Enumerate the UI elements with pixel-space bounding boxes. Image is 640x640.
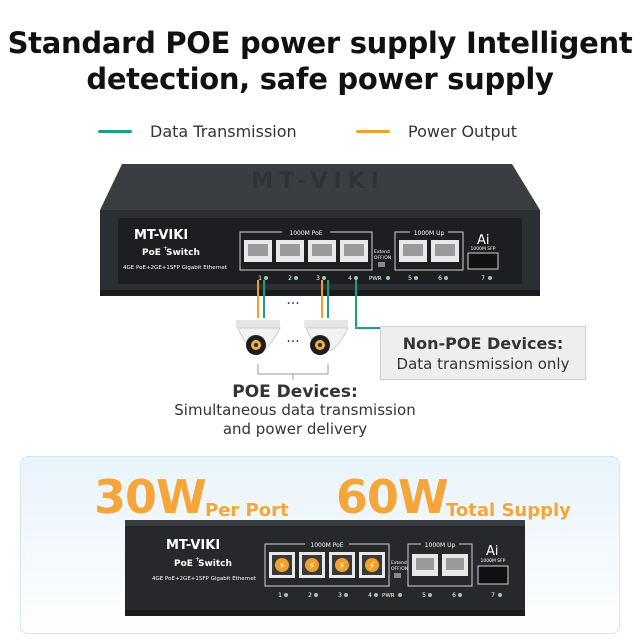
port-number-7-bottom: 7 xyxy=(491,592,495,599)
model-label-plus: + xyxy=(163,245,168,252)
non-poe-subtitle: Data transmission only xyxy=(396,355,570,373)
port-led-2 xyxy=(294,276,298,280)
port-4[interactable] xyxy=(340,240,368,262)
port-number-3: 3 xyxy=(316,275,320,282)
switch-illustration-bottom: MT-VIKI PoE + Switch 4GE PoE+2GE+1SFP Gi… xyxy=(125,520,525,616)
port-led-3 xyxy=(322,276,326,280)
svg-text:⚡: ⚡ xyxy=(308,561,315,572)
port-number-2-bottom: 2 xyxy=(308,592,312,599)
model-label-suffix-bottom: Switch xyxy=(198,559,232,569)
pwr-label: PWR xyxy=(369,276,382,282)
port-7-sfp[interactable] xyxy=(467,252,499,270)
per-port-power-label: Per Port xyxy=(205,500,289,521)
non-poe-callout xyxy=(380,326,586,380)
port-5[interactable] xyxy=(399,240,427,262)
extend-label-bottom: Extend xyxy=(391,560,407,566)
poe-port-3-bottom[interactable]: ⚡ xyxy=(329,552,355,578)
port-6[interactable] xyxy=(431,240,459,262)
more-cameras-dots: ··· xyxy=(286,334,299,350)
poe-port-1-bottom[interactable]: ⚡ xyxy=(269,552,295,578)
legend-power-output: Power Output xyxy=(356,120,517,142)
uplink-group-label-bottom: 1000M Up xyxy=(425,542,456,549)
pwr-label-bottom: PWR xyxy=(382,593,395,599)
headline-line-1: Standard POE power supply Intelligent xyxy=(7,26,633,60)
connection-diagram: ··· ··· xyxy=(236,280,380,380)
port-number-2: 2 xyxy=(288,275,292,282)
extend-switch-bottom[interactable] xyxy=(394,573,401,578)
brand-label: MT-VIKI xyxy=(134,228,188,243)
legend-data-label: Data Transmission xyxy=(150,121,297,141)
switch-lid xyxy=(100,164,540,210)
uplink-group-label: 1000M Up xyxy=(414,230,445,237)
uplink-port-6-bottom[interactable] xyxy=(442,554,468,576)
svg-text:⚡: ⚡ xyxy=(278,561,285,572)
port-led-1 xyxy=(264,276,268,280)
port-number-5: 5 xyxy=(408,275,412,282)
legend-data-swatch xyxy=(98,129,132,133)
port-1[interactable] xyxy=(244,240,272,262)
port-led-4 xyxy=(354,276,358,280)
port-number-3-bottom: 3 xyxy=(338,592,342,599)
poe-group-label-bottom: 1000M PoE xyxy=(310,542,343,549)
port-number-5-bottom: 5 xyxy=(422,592,426,599)
port-number-1-bottom: 1 xyxy=(278,592,282,599)
poe-devices-line-1: Simultaneous data transmission xyxy=(174,401,416,419)
data-cable-port-4 xyxy=(355,280,380,329)
more-ports-dots: ··· xyxy=(286,296,299,312)
port-number-4: 4 xyxy=(348,275,352,282)
sfp-group-label-bottom: 1000M SFP xyxy=(481,558,506,564)
sfp-group-label: 1000M SFP xyxy=(471,246,496,252)
poe-devices-title: POE Devices: xyxy=(232,382,358,402)
port-3[interactable] xyxy=(308,240,336,262)
spec-label: 4GE PoE+2GE+1SFP Gigabit Ethernet xyxy=(123,265,228,271)
uplink-port-5-bottom[interactable] xyxy=(412,554,438,576)
camera-bracket xyxy=(257,364,329,375)
extend-state-bottom: OFF/ON xyxy=(391,566,408,572)
camera-2 xyxy=(304,320,349,355)
port-number-6: 6 xyxy=(438,275,442,282)
poe-port-2-bottom[interactable]: ⚡ xyxy=(299,552,325,578)
port-number-6-bottom: 6 xyxy=(452,592,456,599)
legend-power-label: Power Output xyxy=(408,121,518,141)
sfp-port-7-bottom[interactable] xyxy=(477,565,509,585)
legend-data-transmission: Data Transmission xyxy=(98,120,297,142)
extend-state: OFF/ON xyxy=(374,255,391,261)
port-led-6 xyxy=(444,276,448,280)
poe-group-label: 1000M PoE xyxy=(289,230,322,237)
svg-text:⚡: ⚡ xyxy=(368,561,375,572)
total-power-value: 60W xyxy=(336,470,449,524)
switch-illustration-top: MT-VIKI MT-VIKI PoE + Switch 4GE PoE+2GE… xyxy=(100,164,540,296)
port-number-7: 7 xyxy=(481,275,485,282)
model-label-prefix-bottom: PoE xyxy=(174,559,193,569)
extend-switch[interactable] xyxy=(378,262,385,267)
spec-label-bottom: 4GE PoE+2GE+1SFP Gigabit Ethernet xyxy=(152,576,257,582)
ai-badge: Ai xyxy=(477,233,490,248)
legend-power-swatch xyxy=(356,129,390,133)
port-led-5 xyxy=(414,276,418,280)
switch-lid-logo: MT-VIKI xyxy=(251,169,385,194)
headline-line-2: detection, safe power supply xyxy=(86,62,554,96)
model-label-plus-bottom: + xyxy=(195,556,200,563)
pwr-led xyxy=(386,276,390,280)
port-2[interactable] xyxy=(276,240,304,262)
extend-label: Extend xyxy=(374,249,390,255)
model-label-prefix: PoE xyxy=(142,248,161,258)
model-label-suffix: Switch xyxy=(166,248,200,258)
camera-1 xyxy=(236,320,281,355)
non-poe-title: Non-POE Devices: xyxy=(402,334,564,353)
total-power-label: Total Supply xyxy=(446,500,571,521)
port-number-1: 1 xyxy=(258,275,262,282)
ai-badge-bottom: Ai xyxy=(486,544,499,559)
brand-label-bottom: MT-VIKI xyxy=(166,538,220,553)
svg-text:⚡: ⚡ xyxy=(338,561,345,572)
port-number-4-bottom: 4 xyxy=(368,592,372,599)
port-led-7 xyxy=(488,276,492,280)
poe-port-4-bottom[interactable]: ⚡ xyxy=(359,552,385,578)
per-port-power-value: 30W xyxy=(94,470,207,524)
poe-devices-line-2: and power delivery xyxy=(222,420,368,438)
